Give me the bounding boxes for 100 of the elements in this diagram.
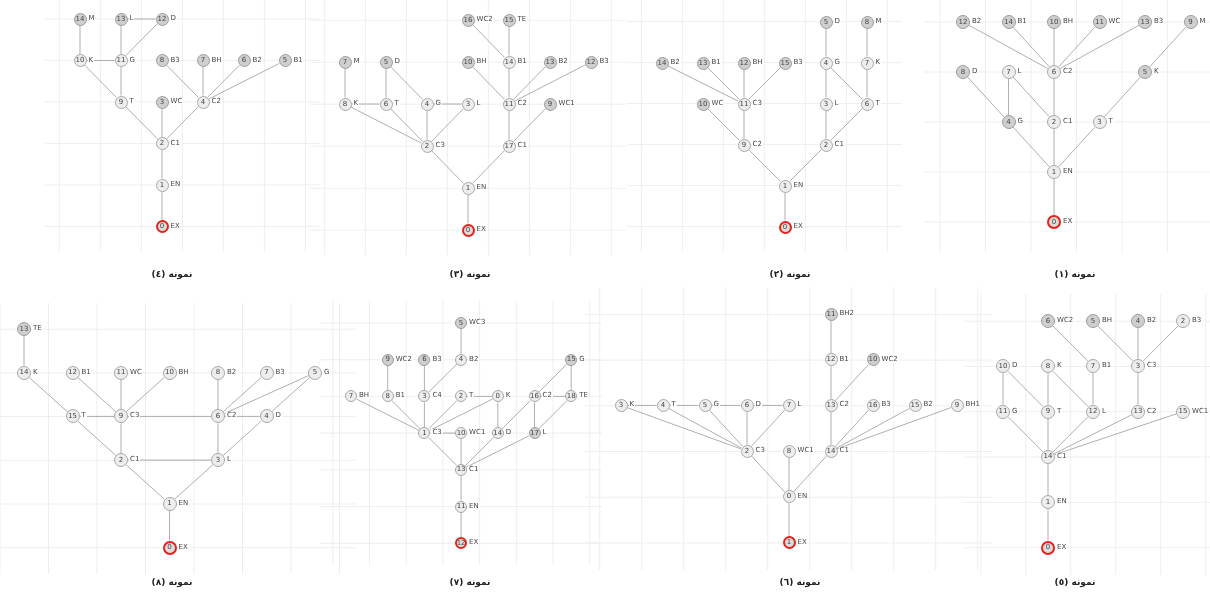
connector-line xyxy=(513,108,546,142)
connector-line xyxy=(866,69,868,98)
connector-line xyxy=(570,365,572,391)
connector-line xyxy=(351,103,380,105)
figure-caption: نمونه (٧) xyxy=(449,576,491,590)
connector-line xyxy=(866,28,868,57)
figure-caption: نمونه (٥) xyxy=(1054,576,1096,590)
connector-line xyxy=(1047,463,1049,496)
connector-line xyxy=(1053,78,1055,116)
connector-line xyxy=(836,408,910,449)
connector-line xyxy=(746,411,748,445)
connector-line xyxy=(793,455,827,493)
connector-line xyxy=(127,459,212,461)
connector-line xyxy=(120,25,122,55)
connector-line xyxy=(387,365,389,391)
connector-line xyxy=(1149,26,1187,68)
connector-line xyxy=(125,377,165,413)
figure-caption: نمونه (٨) xyxy=(151,576,193,590)
connector-line xyxy=(1054,413,1177,456)
connector-line xyxy=(743,69,745,98)
connector-line xyxy=(426,110,428,140)
connector-line xyxy=(472,150,505,184)
connector-line xyxy=(355,398,420,431)
connector-line xyxy=(429,398,493,431)
connector-line xyxy=(1097,325,1134,362)
connector-line xyxy=(472,66,505,100)
connector-line xyxy=(825,28,827,57)
connector-line xyxy=(428,436,458,466)
connector-line xyxy=(707,67,740,100)
connector-line xyxy=(1008,78,1009,116)
connector-line xyxy=(350,106,422,144)
figure-caption: نمونه (١) xyxy=(1054,268,1096,282)
connector-line xyxy=(428,400,458,430)
connector-line xyxy=(835,409,869,447)
connector-line xyxy=(1053,414,1133,455)
connector-line xyxy=(667,65,739,102)
connector-line xyxy=(271,377,311,413)
connector-line xyxy=(830,411,832,445)
connector-line xyxy=(202,66,204,96)
connector-line xyxy=(1092,372,1094,405)
connector-line xyxy=(1053,28,1055,66)
connector-line xyxy=(1007,416,1044,453)
connector-line xyxy=(390,108,423,142)
connector-line xyxy=(1058,126,1096,168)
connector-line xyxy=(207,64,240,98)
connector-line xyxy=(709,409,743,447)
connector-line xyxy=(1012,126,1050,168)
figure-caption: نمونه (٣) xyxy=(449,268,491,282)
connector-line xyxy=(222,377,262,413)
connector-line xyxy=(830,320,832,354)
connector-line xyxy=(174,464,214,500)
connector-line xyxy=(1137,372,1139,405)
connector-line xyxy=(466,435,530,468)
connector-line xyxy=(161,108,163,138)
connector-line xyxy=(79,416,115,417)
connector-line xyxy=(743,110,745,139)
connector-line xyxy=(836,407,952,450)
connector-line xyxy=(508,110,510,140)
connector-line xyxy=(79,25,81,55)
connector-line xyxy=(668,408,742,449)
connector-line xyxy=(788,502,790,537)
connector-line xyxy=(222,420,262,456)
connector-line xyxy=(161,149,163,179)
connector-line xyxy=(424,402,425,428)
connector-line xyxy=(1052,370,1089,408)
connector-line xyxy=(1047,508,1049,541)
connector-line xyxy=(1012,76,1050,118)
connector-line xyxy=(538,363,568,393)
connector-line xyxy=(431,150,464,184)
connector-line xyxy=(1052,325,1089,362)
connector-line xyxy=(1012,26,1050,68)
connector-line xyxy=(1142,325,1179,362)
connector-line xyxy=(385,68,387,98)
connector-line xyxy=(825,110,827,139)
connector-line xyxy=(707,108,740,141)
connector-line xyxy=(169,510,170,541)
connector-line xyxy=(748,149,781,182)
connector-line xyxy=(789,149,822,182)
connector-line xyxy=(460,328,462,355)
connector-line xyxy=(125,106,158,140)
connector-line xyxy=(460,438,462,465)
connector-line xyxy=(1137,327,1139,360)
figure-caption: نمونه (٤) xyxy=(151,268,193,282)
connector-line xyxy=(784,192,786,221)
connector-line xyxy=(1047,372,1049,405)
connector-line xyxy=(830,108,863,141)
connector-line xyxy=(125,23,158,57)
connector-line xyxy=(748,67,781,100)
connector-line xyxy=(127,18,156,20)
connector-line xyxy=(460,475,462,501)
connector-line xyxy=(534,402,535,428)
connector-line xyxy=(23,335,25,367)
connector-line xyxy=(788,457,790,491)
connector-line xyxy=(830,67,863,100)
connector-line xyxy=(217,379,219,410)
figure-caption: نمونه (٦) xyxy=(779,576,821,590)
connector-line xyxy=(830,365,832,400)
connector-line xyxy=(28,377,68,413)
connector-line xyxy=(120,379,122,410)
connector-line xyxy=(125,464,165,500)
